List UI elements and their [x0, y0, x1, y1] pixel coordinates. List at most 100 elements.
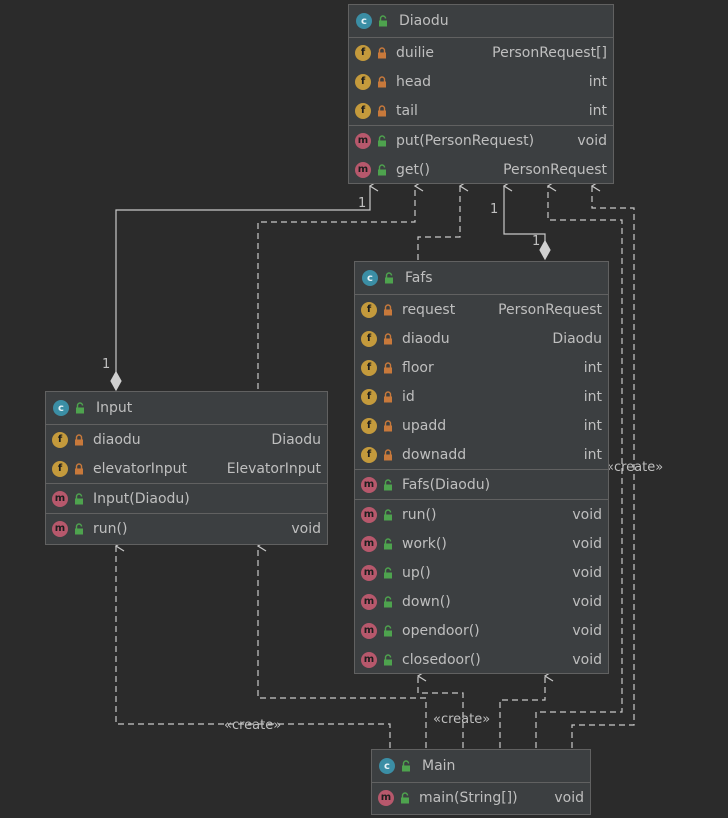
field-name: id: [402, 388, 415, 405]
constructors-section: m Fafs(Diaodu): [355, 469, 608, 499]
field-name: elevatorInput: [93, 460, 188, 477]
field-icon: f: [361, 359, 377, 376]
methods-section: m run() void m work() void m up() void m…: [355, 499, 608, 674]
class-main[interactable]: c Main m main(String[]) void: [371, 749, 591, 815]
method-name: opendoor(): [402, 622, 480, 639]
public-lock-icon: [384, 478, 392, 490]
method-icon: m: [52, 490, 68, 507]
method-icon: m: [361, 564, 377, 581]
fields-section: f duilie PersonRequest[] f head int f ta…: [349, 37, 613, 125]
method-row[interactable]: m run() void: [46, 514, 327, 543]
class-fafs[interactable]: c Fafs f request PersonRequest f diaodu …: [354, 261, 609, 674]
aggregation-diamond-fafs: [539, 239, 551, 261]
create-stereotype-label: «create»: [433, 712, 491, 727]
field-type: PersonRequest: [498, 301, 602, 318]
field-icon: f: [361, 446, 377, 463]
fields-section: f diaodu Diaodu f elevatorInput Elevator…: [46, 424, 327, 483]
method-row[interactable]: m work() void: [355, 529, 608, 558]
constructor-row[interactable]: m Input(Diaodu): [46, 484, 327, 513]
public-lock-icon: [402, 760, 410, 772]
method-name: down(): [402, 593, 451, 610]
private-lock-icon: [75, 462, 83, 474]
field-type: int: [583, 446, 602, 463]
method-name: run(): [402, 506, 437, 523]
methods-section: m run() void: [46, 513, 327, 543]
method-row[interactable]: m get() PersonRequest: [349, 155, 613, 184]
field-name: diaodu: [402, 330, 450, 347]
field-type: int: [583, 388, 602, 405]
private-lock-icon: [384, 332, 392, 344]
field-icon: f: [355, 44, 371, 61]
field-icon: f: [355, 102, 371, 119]
public-lock-icon: [384, 537, 392, 549]
method-return-type: void: [572, 535, 602, 552]
field-type: int: [583, 359, 602, 376]
method-row[interactable]: m put(PersonRequest) void: [349, 126, 613, 155]
edge-main-diaodu-1: [535, 186, 623, 748]
private-lock-icon: [75, 433, 83, 445]
field-row[interactable]: f id int: [355, 382, 608, 411]
field-row[interactable]: f upadd int: [355, 411, 608, 440]
class-name: Main: [422, 758, 456, 774]
field-row[interactable]: f elevatorInput ElevatorInput: [46, 454, 327, 483]
field-row[interactable]: f downadd int: [355, 440, 608, 469]
class-diaodu[interactable]: c Diaodu f duilie PersonRequest[] f head…: [348, 4, 614, 184]
field-row[interactable]: f diaodu Diaodu: [46, 425, 327, 454]
class-icon: c: [356, 13, 372, 29]
field-row[interactable]: f request PersonRequest: [355, 295, 608, 324]
method-return-type: void: [572, 593, 602, 610]
field-name: tail: [396, 102, 418, 119]
method-return-type: void: [572, 506, 602, 523]
field-row[interactable]: f head int: [349, 67, 613, 96]
field-name: head: [396, 73, 431, 90]
create-stereotype-label: «create»: [606, 460, 664, 475]
method-return-type: void: [291, 520, 321, 537]
methods-section: m put(PersonRequest) void m get() Person…: [349, 125, 613, 184]
field-icon: f: [361, 388, 377, 405]
field-type: ElevatorInput: [226, 460, 321, 477]
method-row[interactable]: m closedoor() void: [355, 645, 608, 674]
method-return-type: void: [572, 651, 602, 668]
class-header[interactable]: c Fafs: [355, 262, 608, 294]
multiplicity-label: 1: [102, 357, 111, 372]
multiplicity-label: 1: [532, 234, 541, 249]
method-row[interactable]: m opendoor() void: [355, 616, 608, 645]
method-row[interactable]: m up() void: [355, 558, 608, 587]
field-icon: f: [361, 330, 377, 347]
class-header[interactable]: c Diaodu: [349, 5, 613, 37]
constructor-row[interactable]: m Fafs(Diaodu): [355, 470, 608, 499]
method-icon: m: [52, 520, 68, 537]
edge-input-diaodu-dependency: [257, 186, 415, 389]
method-row[interactable]: m down() void: [355, 587, 608, 616]
method-icon: m: [361, 535, 377, 552]
class-icon: c: [362, 270, 378, 286]
method-row[interactable]: m run() void: [355, 500, 608, 529]
public-lock-icon: [384, 508, 392, 520]
method-row[interactable]: m main(String[]) void: [372, 783, 590, 812]
field-row[interactable]: f tail int: [349, 96, 613, 125]
public-lock-icon: [384, 653, 392, 665]
field-row[interactable]: f diaodu Diaodu: [355, 324, 608, 353]
edge-input-diaodu-association: [115, 186, 370, 376]
method-icon: m: [361, 622, 377, 639]
private-lock-icon: [384, 419, 392, 431]
field-row[interactable]: f floor int: [355, 353, 608, 382]
class-header[interactable]: c Main: [372, 750, 590, 782]
constructors-section: m Input(Diaodu): [46, 483, 327, 513]
method-icon: m: [361, 651, 377, 668]
field-row[interactable]: f duilie PersonRequest[]: [349, 38, 613, 67]
field-type: PersonRequest[]: [492, 44, 607, 61]
field-type: int: [588, 102, 607, 119]
method-name: up(): [402, 564, 431, 581]
private-lock-icon: [384, 361, 392, 373]
method-icon: m: [361, 506, 377, 523]
method-return-type: void: [572, 622, 602, 639]
method-name: run(): [93, 520, 128, 537]
class-header[interactable]: c Input: [46, 392, 327, 424]
field-name: upadd: [402, 417, 447, 434]
constructor-name: Input(Diaodu): [93, 490, 190, 507]
public-lock-icon: [384, 624, 392, 636]
class-input[interactable]: c Input f diaodu Diaodu f elevatorInput …: [45, 391, 328, 545]
field-name: diaodu: [93, 431, 141, 448]
private-lock-icon: [384, 303, 392, 315]
